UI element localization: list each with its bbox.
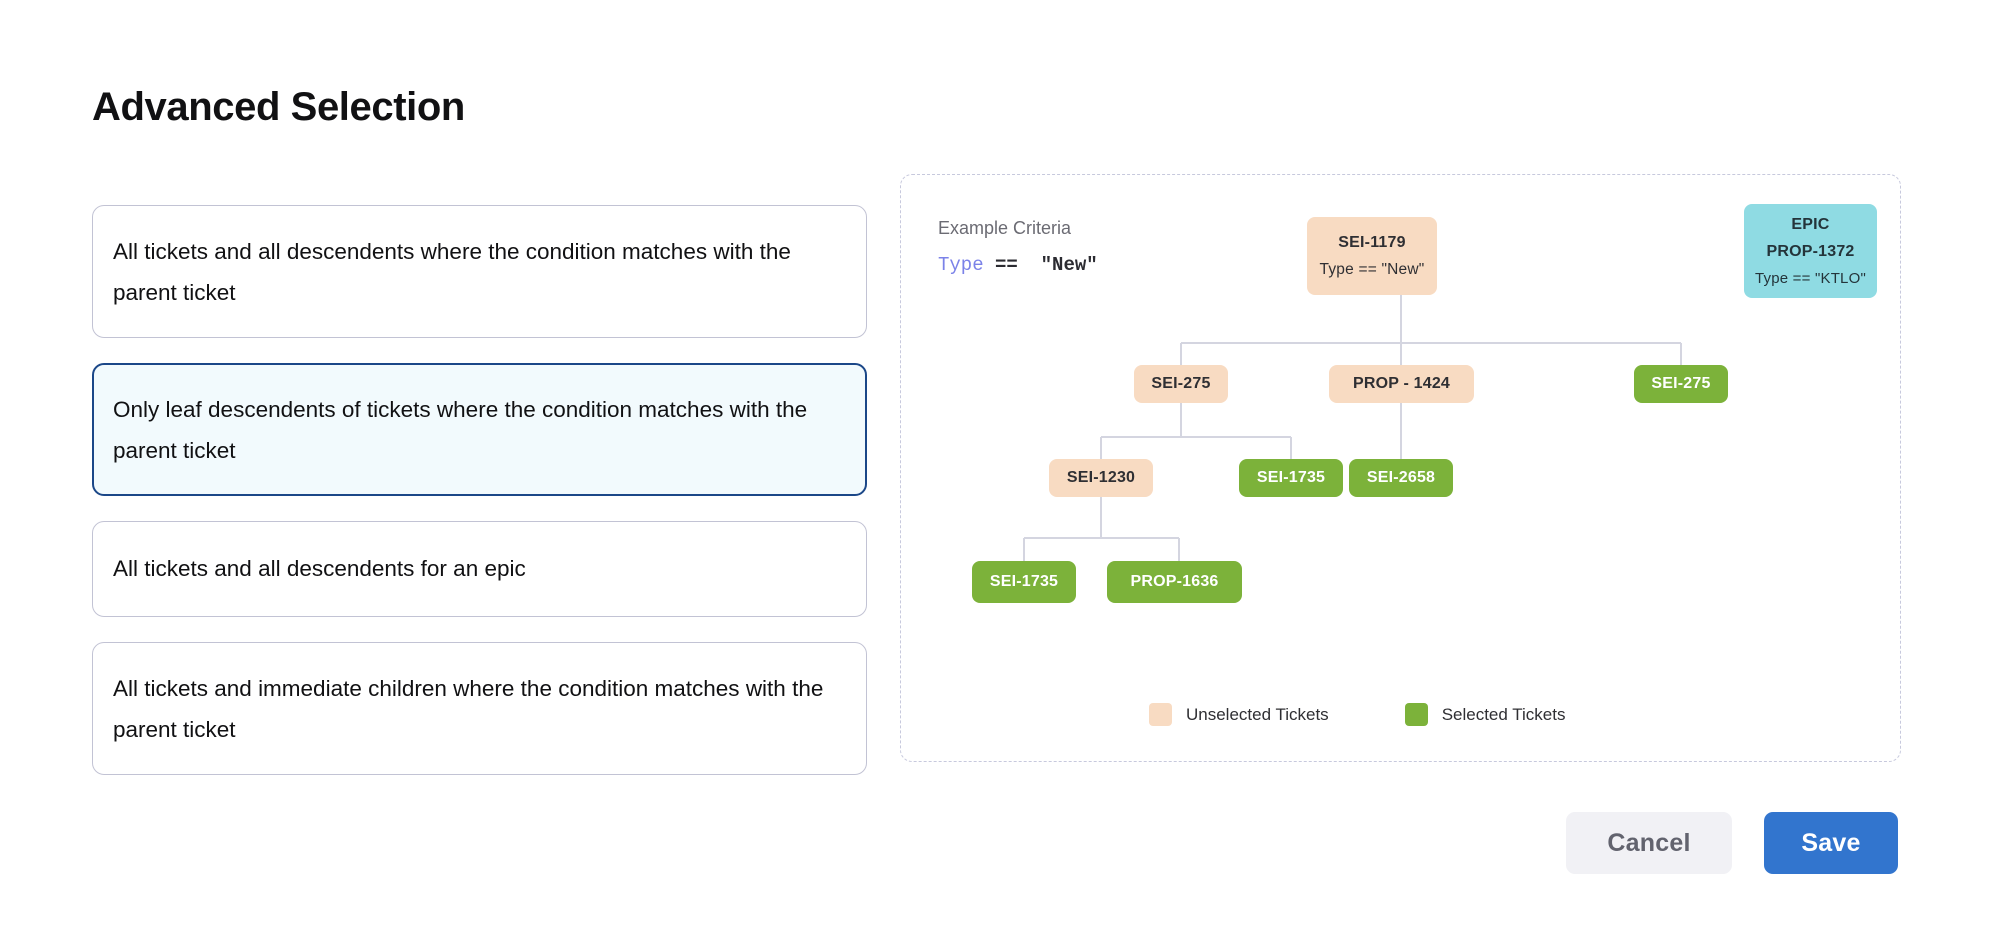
- criteria-label: Example Criteria: [938, 218, 1072, 238]
- legend-label: Unselected Tickets: [1186, 704, 1329, 724]
- tree-connectors: [1023, 295, 1682, 561]
- node-title: SEI-1735: [1256, 469, 1326, 486]
- option-card-immediate-children-condition[interactable]: All tickets and immediate children where…: [92, 642, 867, 775]
- legend-label: Selected Tickets: [1441, 704, 1566, 724]
- dialog-footer: Cancel Save: [1566, 812, 1898, 874]
- node-title: PROP - 1424: [1352, 375, 1451, 392]
- tree-node-sei-275-b[interactable]: SEI-275: [1634, 365, 1728, 403]
- page-title: Advanced Selection: [92, 84, 465, 129]
- tree-node-sei-2658[interactable]: SEI-2658: [1349, 459, 1453, 497]
- node-title: SEI-1230: [1066, 469, 1136, 486]
- criteria-field: Type: [938, 254, 984, 276]
- option-card-all-descendents-condition[interactable]: All tickets and all descendents where th…: [92, 205, 867, 338]
- node-subtitle: Type == "New": [1319, 260, 1425, 278]
- tree-node-sei-1735-a[interactable]: SEI-1735: [1239, 459, 1343, 497]
- node-title: SEI-1179: [1338, 233, 1406, 251]
- option-card-all-descendents-epic[interactable]: All tickets and all descendents for an e…: [92, 521, 867, 617]
- node-title: PROP-1636: [1130, 573, 1219, 590]
- node-title: SEI-275: [1151, 375, 1211, 392]
- node-title: SEI-2658: [1366, 469, 1436, 486]
- legend-swatch-selected-icon: [1404, 703, 1428, 726]
- option-card-leaf-descendents-condition[interactable]: Only leaf descendents of tickets where t…: [92, 363, 867, 496]
- cancel-button[interactable]: Cancel: [1566, 812, 1732, 874]
- option-label: All tickets and all descendents where th…: [113, 239, 791, 305]
- legend-item-selected: Selected Tickets: [1404, 703, 1566, 726]
- node-title: SEI-1735: [989, 573, 1059, 590]
- criteria-operator: ==: [995, 254, 1018, 276]
- save-button[interactable]: Save: [1764, 812, 1898, 874]
- tree-node-prop-1636[interactable]: PROP-1636: [1107, 561, 1242, 603]
- tree-node-sei-1735-b[interactable]: SEI-1735: [972, 561, 1076, 603]
- tree-node-sei-1230[interactable]: SEI-1230: [1049, 459, 1153, 497]
- selection-options-list: All tickets and all descendents where th…: [92, 205, 867, 800]
- legend-item-unselected: Unselected Tickets: [1149, 703, 1329, 726]
- node-title: SEI-275: [1651, 375, 1711, 392]
- node-title: PROP-1372: [1766, 242, 1855, 260]
- option-label: All tickets and immediate children where…: [113, 676, 824, 742]
- option-label: Only leaf descendents of tickets where t…: [113, 397, 808, 463]
- tree-node-sei-1179[interactable]: SEI-1179 Type == "New": [1307, 217, 1437, 295]
- legend-swatch-unselected-icon: [1149, 703, 1172, 726]
- criteria-value: "New": [1040, 254, 1098, 276]
- tree-node-sei-275-a[interactable]: SEI-275: [1134, 365, 1228, 403]
- tree-node-prop-1372-epic[interactable]: EPIC PROP-1372 Type == "KTLO": [1744, 204, 1877, 298]
- diagram-legend: Unselected Tickets Selected Tickets: [1149, 703, 1565, 726]
- example-diagram-panel: Example Criteria Type == "New": [900, 174, 1901, 762]
- tree-node-prop-1424[interactable]: PROP - 1424: [1329, 365, 1474, 403]
- node-type: EPIC: [1791, 215, 1830, 233]
- criteria-expression: Type == "New": [938, 254, 1098, 276]
- option-label: All tickets and all descendents for an e…: [113, 556, 526, 581]
- ticket-tree: SEI-1179 Type == "New" EPIC PROP-1372 Ty…: [901, 175, 1900, 761]
- node-subtitle: Type == "KTLO": [1754, 269, 1866, 287]
